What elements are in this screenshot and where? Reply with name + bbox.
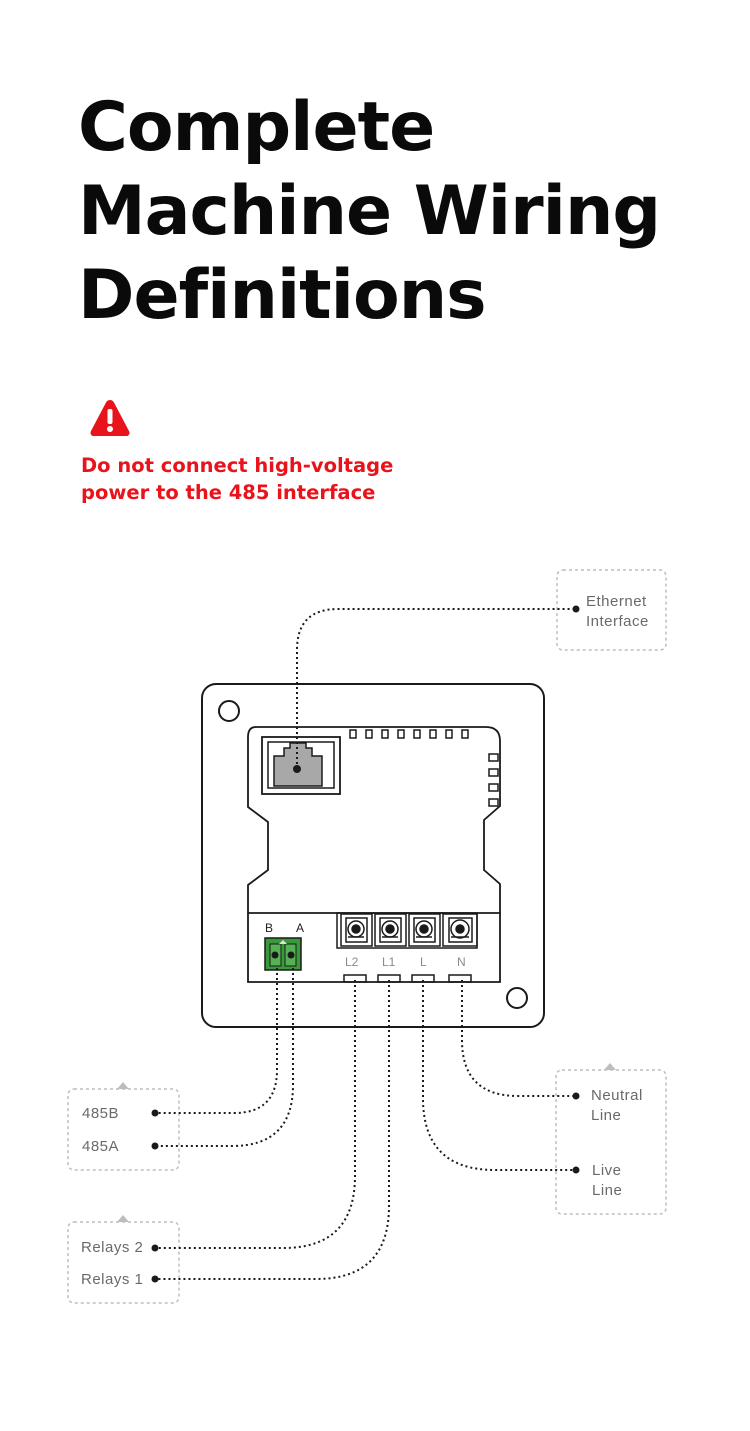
live-label-line-1: Live	[592, 1162, 622, 1179]
terminal-label-n: N	[457, 955, 466, 969]
live-label-line-2: Line	[592, 1182, 623, 1199]
rs485-a-wire	[155, 968, 294, 1147]
ethernet-callout-box	[556, 569, 667, 651]
rs485-a-label: 485A	[82, 1138, 120, 1155]
neutral-label-line-2: Line	[591, 1107, 622, 1124]
ethernet-label-line-2: Interface	[586, 613, 649, 630]
warning-triangle-icon	[90, 400, 130, 436]
rs485-callout-box	[67, 1088, 180, 1171]
warning-message: Do not connect high-voltage power to the…	[81, 452, 393, 506]
relay-1-label: Relays 1	[81, 1271, 144, 1288]
terminal-label-l: L	[420, 955, 427, 969]
page-title: Complete Machine Wiring Definitions	[78, 86, 661, 338]
relay-callout-box	[67, 1221, 180, 1304]
rs485-b-label: 485B	[82, 1105, 120, 1122]
warning-line-2: power to the 485 interface	[81, 481, 376, 504]
wire-paths	[155, 608, 576, 1280]
device-body	[201, 683, 545, 1028]
title-line-2: Machine Wiring	[78, 172, 661, 251]
relay-2-label: Relays 2	[81, 1239, 144, 1256]
wire-endpoints	[151, 605, 580, 1283]
ethernet-interface-label: Ethernet Interface	[586, 592, 649, 632]
live-wire	[422, 980, 576, 1171]
device-frame	[201, 683, 545, 1028]
mounting-hole-top-left	[218, 700, 240, 722]
neutral-wire	[461, 980, 576, 1097]
mounting-hole-bottom-right	[506, 987, 528, 1009]
neutral-label-line-1: Neutral	[591, 1087, 643, 1104]
live-line-label: Live Line	[592, 1161, 622, 1201]
terminal-label-a: A	[296, 921, 304, 935]
neutral-line-label: Neutral Line	[591, 1086, 643, 1126]
ethernet-label-line-1: Ethernet	[586, 593, 647, 610]
ethernet-wire	[296, 608, 576, 769]
title-line-1: Complete	[78, 88, 435, 167]
terminal-label-l2: L2	[345, 955, 359, 969]
ethernet-port	[261, 736, 341, 795]
terminal-label-b: B	[265, 921, 273, 935]
relay-2-wire	[155, 980, 356, 1249]
power-terminals	[336, 912, 478, 983]
terminal-label-l1: L1	[382, 955, 396, 969]
module-vent-slots	[349, 729, 499, 807]
title-line-3: Definitions	[78, 256, 487, 335]
rs485-terminal-block	[264, 937, 302, 971]
relay-1-wire	[155, 980, 390, 1280]
warning-line-1: Do not connect high-voltage	[81, 454, 394, 477]
rs485-b-wire	[155, 968, 278, 1114]
terminal-strip	[247, 913, 501, 983]
